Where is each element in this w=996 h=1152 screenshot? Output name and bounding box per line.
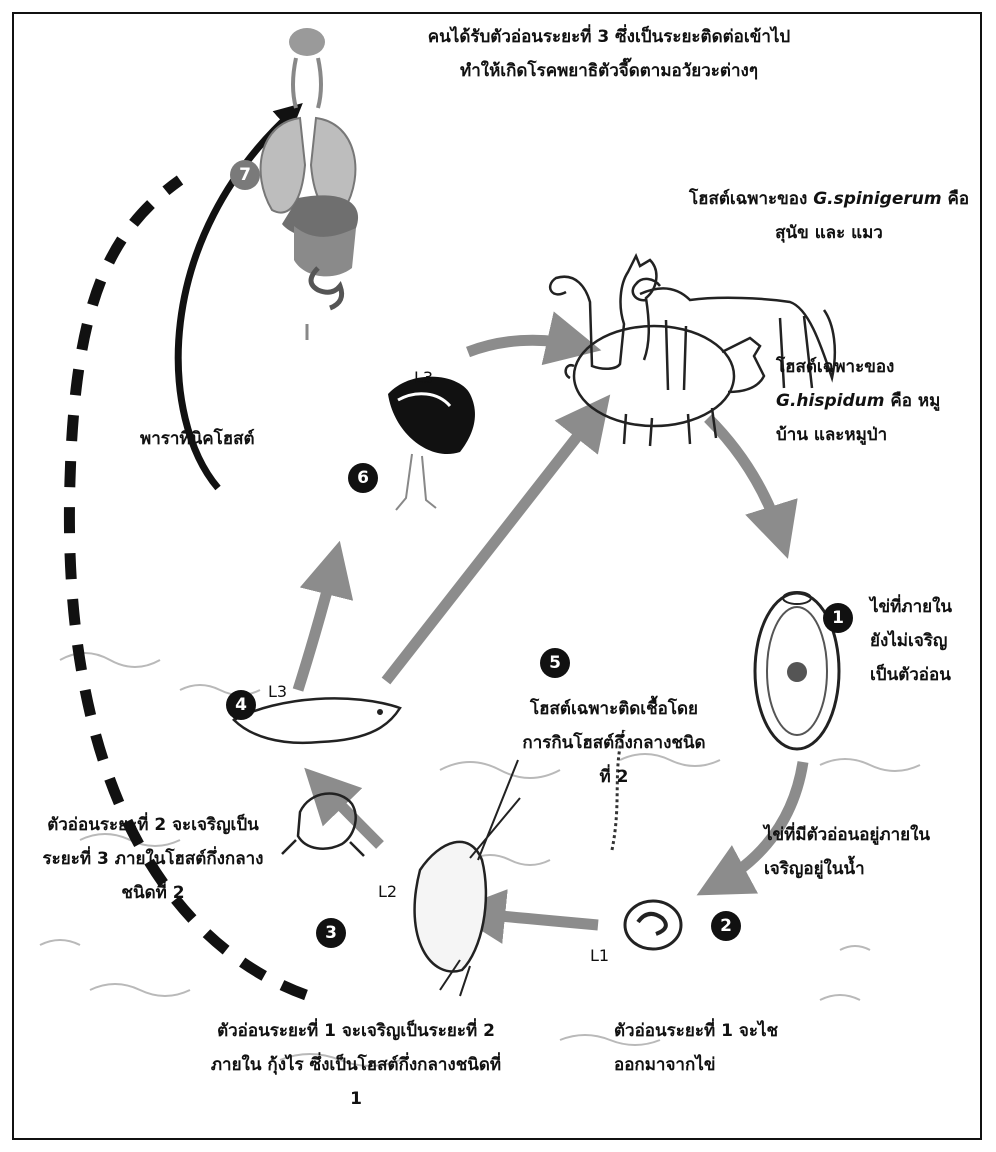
species-hispidum: G.hispidum: [776, 391, 884, 411]
step-badge-4: 4: [226, 690, 256, 720]
human-infection-caption: คนได้รับตัวอ่อนระยะที่ 3 ซึ่งเป็นระยะติด…: [416, 20, 802, 88]
paratenic-host-label: พาราทีนิคโฮสต์: [140, 422, 340, 456]
definitive-host-pig-caption: โฮสต์เฉพาะของ G.hispidum คือ หมูบ้าน และ…: [776, 350, 960, 452]
hatch-caption: ตัวอ่อนระยะที่ 1 จะไชออกมาจากไข่: [614, 1014, 784, 1082]
frog-illustration: [282, 794, 364, 856]
host-infection-caption: โฮสต์เฉพาะติดเชื้อโดยการกินโฮสต์กึ่งกลาง…: [520, 692, 708, 794]
step-badge-5: 5: [540, 648, 570, 678]
larva-label-l2: L2: [378, 882, 397, 901]
first-stage-caption: ตัวอ่อนระยะที่ 1 จะเจริญเป็นระยะที่ 2 ภา…: [206, 1014, 506, 1116]
larva-label-l3-bird: L3: [414, 368, 433, 387]
step-badge-3: 3: [316, 918, 346, 948]
second-stage-caption: ตัวอ่อนระยะที่ 2 จะเจริญเป็นระยะที่ 3 ภา…: [40, 808, 266, 910]
definitive-host-prefix: โฮสต์เฉพาะของ: [689, 189, 807, 209]
copepod-illustration: [415, 760, 520, 996]
pig-illustration: [566, 326, 764, 446]
larva-label-l1: L1: [590, 946, 609, 965]
definitive-host-prefix: โฮสต์เฉพาะของ: [776, 357, 894, 377]
definitive-host-dog-cat-caption: โฮสต์เฉพาะของ G.spinigerum คือ สุนัข และ…: [684, 182, 974, 250]
step-badge-7: 7: [230, 160, 260, 190]
embryonated-egg-caption: ไข่ที่มีตัวอ่อนอยู่ภายในเจริญอยู่ในน้ำ: [764, 818, 960, 886]
step-badge-1: 1: [823, 603, 853, 633]
species-spinigerum: G.spinigerum: [813, 189, 941, 209]
unembryonated-egg-caption: ไข่ที่ภายในยังไม่เจริญเป็นตัวอ่อน: [870, 590, 962, 692]
egg-embryonated-illustration: [625, 901, 681, 949]
human-organs-illustration: [261, 28, 358, 340]
larva-label-l3-fish: L3: [268, 682, 287, 701]
step-badge-6: 6: [348, 463, 378, 493]
bird-illustration: [388, 377, 475, 510]
cycle-arrows: [298, 340, 803, 925]
step-badge-2: 2: [711, 911, 741, 941]
